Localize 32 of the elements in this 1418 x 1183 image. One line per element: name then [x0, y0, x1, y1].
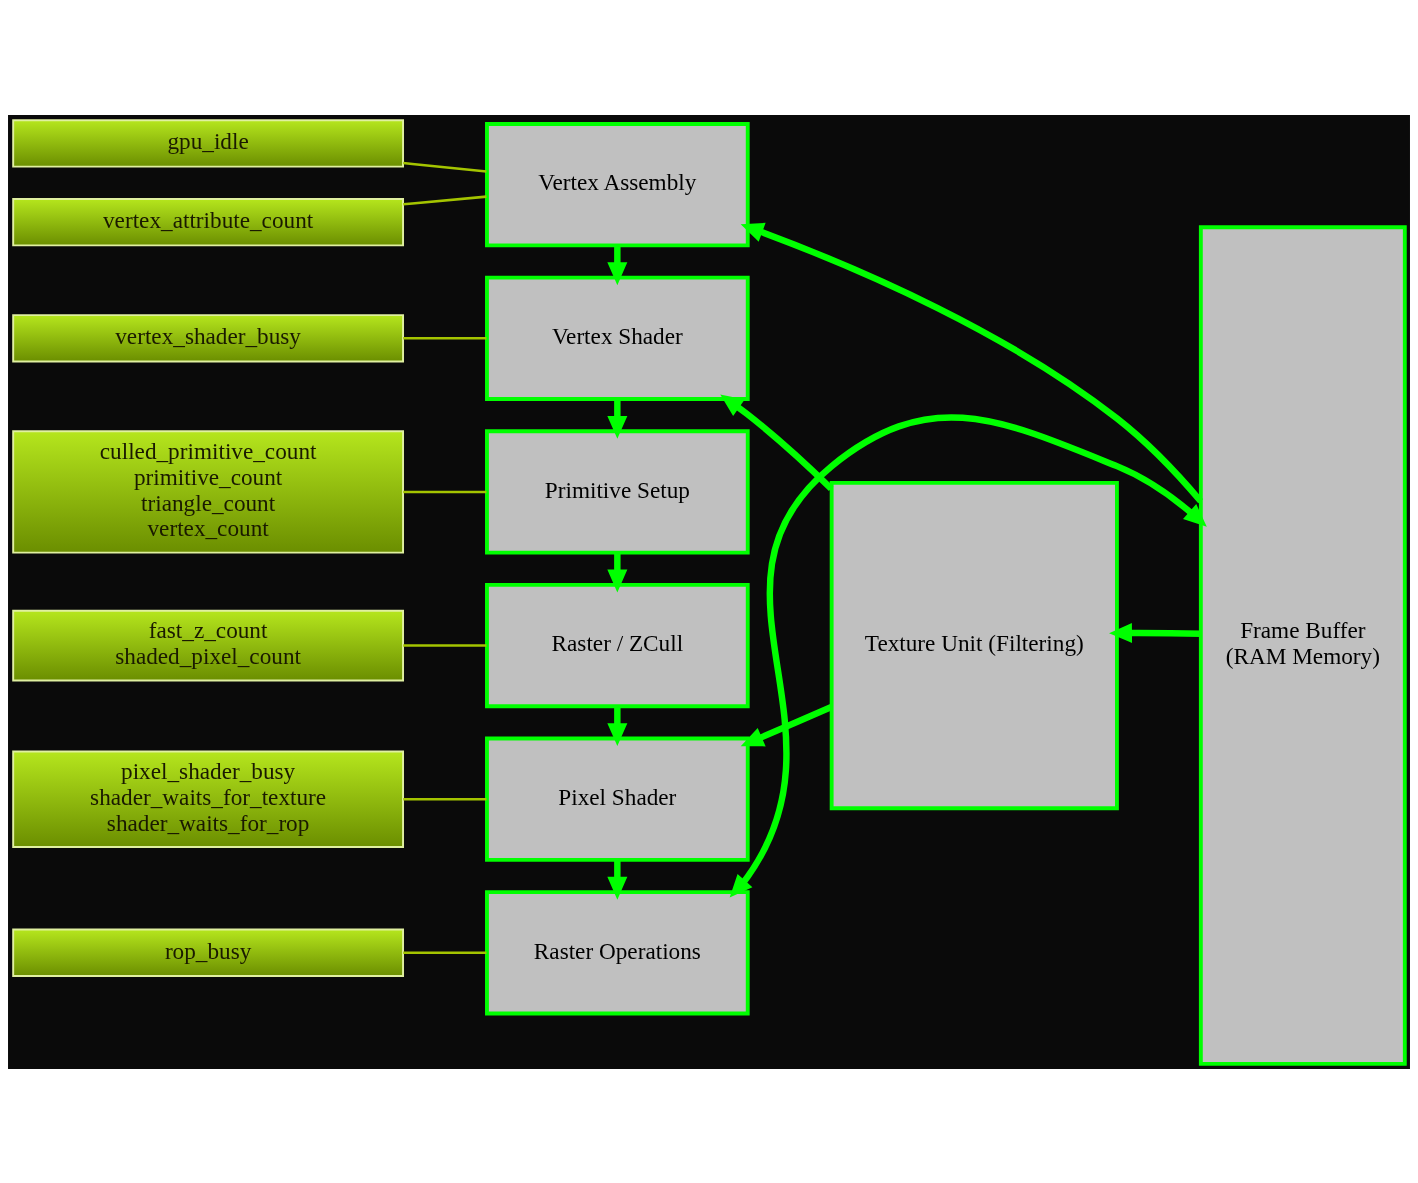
connector	[403, 951, 487, 954]
connector	[403, 797, 487, 800]
connector	[403, 336, 487, 340]
node-box: fast_z_count shaded_pixel_count	[12, 609, 405, 681]
arrow	[607, 552, 628, 592]
node-box: pixel_shader_busy shader_waits_for_texture shader_waits_for_rop	[12, 749, 405, 848]
arrow	[740, 222, 1204, 503]
connector	[403, 161, 487, 173]
arrow	[740, 703, 833, 746]
node-box: Texture Unit (Filtering)	[829, 480, 1119, 810]
connector	[403, 643, 487, 647]
node-box: gpu_idle	[12, 118, 405, 168]
node-box: Frame Buffer (RAM Memory)	[1198, 224, 1407, 1066]
node-box: rop_busy	[12, 928, 405, 977]
connector	[403, 194, 487, 206]
arrow	[729, 413, 1207, 898]
arrow	[607, 706, 628, 746]
node-box: vertex_shader_busy	[12, 313, 405, 363]
node-box: Vertex Shader	[485, 275, 750, 401]
arrow	[720, 394, 834, 491]
node-box: vertex_attribute_count	[12, 197, 405, 246]
arrow	[1109, 622, 1201, 643]
node-box: culled_primitive_count primitive_count triangle_count vertex_count	[12, 429, 405, 554]
node-box: Primitive Setup	[485, 428, 750, 555]
arrow	[607, 859, 628, 900]
node-box: Vertex Assembly	[485, 121, 750, 247]
node-box: Pixel Shader	[485, 736, 750, 862]
node-box: Raster / ZCull	[485, 582, 750, 708]
connector	[403, 490, 487, 493]
node-box: Raster Operations	[485, 889, 750, 1015]
arrow	[607, 398, 628, 439]
arrow	[607, 245, 628, 285]
